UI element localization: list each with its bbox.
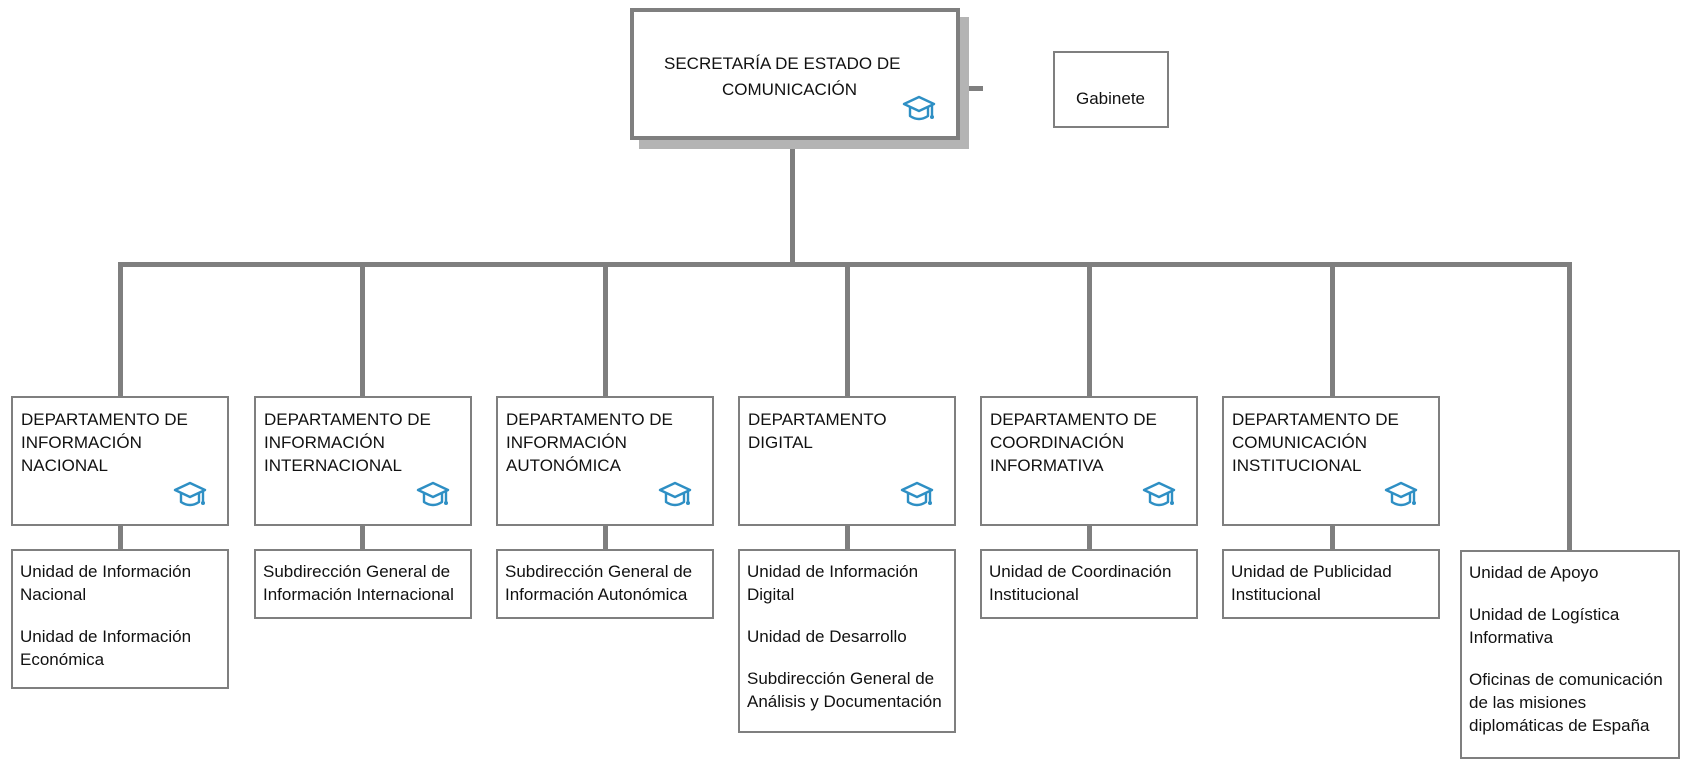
department-box-autonomica: DEPARTAMENTO DE INFORMACIÓN AUTONÓMICA [496, 396, 714, 526]
department-title: DEPARTAMENTO DE INFORMACIÓN INTERNACIONA… [264, 410, 431, 475]
unit-item: Subdirección General de Información Auto… [505, 562, 693, 604]
gabinete-label: Gabinete [1076, 89, 1145, 108]
connector-trunk [790, 140, 795, 267]
connector-drop [1087, 264, 1092, 396]
secretaria-box: SECRETARÍA DE ESTADO DE COMUNICACIÓN [630, 8, 960, 140]
connector-drop [1330, 264, 1335, 396]
units-box-autonomica: Subdirección General de Información Auto… [496, 549, 714, 619]
graduation-cap-icon [416, 480, 450, 510]
connector-dept-to-units [845, 526, 850, 551]
graduation-cap-icon [658, 480, 692, 510]
gabinete-box: Gabinete [1053, 51, 1169, 128]
units-box-internacional: Subdirección General de Información Inte… [254, 549, 472, 619]
connector-dept-to-units [360, 526, 365, 551]
connector-dept-to-units [118, 526, 123, 551]
unit-item: Subdirección General de Información Inte… [263, 562, 454, 604]
units-box-coordinacion: Unidad de Coordinación Institucional [980, 549, 1198, 619]
department-title: DEPARTAMENTO DE INFORMACIÓN AUTONÓMICA [506, 410, 673, 475]
department-box-coordinacion: DEPARTAMENTO DE COORDINACIÓN INFORMATIVA [980, 396, 1198, 526]
department-title: DEPARTAMENTO DE INFORMACIÓN NACIONAL [21, 410, 188, 475]
graduation-cap-icon [1384, 480, 1418, 510]
unit-item: Unidad de Logística Informativa [1469, 605, 1620, 647]
unit-item: Unidad de Publicidad Institucional [1231, 562, 1392, 604]
department-box-digital: DEPARTAMENTO DIGITAL [738, 396, 956, 526]
secretaria-title-line-2: COMUNICACIÓN [722, 80, 858, 99]
connector-drop [118, 264, 123, 396]
secretaria-title-line-1: SECRETARÍA DE ESTADO DE [664, 54, 901, 73]
unit-item: Subdirección General de Análisis y Docum… [747, 669, 942, 711]
graduation-cap-icon [902, 94, 936, 124]
units-box-institucional: Unidad de Publicidad Institucional [1222, 549, 1440, 619]
department-title: DEPARTAMENTO DIGITAL [748, 410, 887, 452]
department-box-nacional: DEPARTAMENTO DE INFORMACIÓN NACIONAL [11, 396, 229, 526]
department-box-institucional: DEPARTAMENTO DE COMUNICACIÓN INSTITUCION… [1222, 396, 1440, 526]
connector-drop [603, 264, 608, 396]
unit-item: Unidad de Información Digital [747, 562, 919, 604]
graduation-cap-icon [173, 480, 207, 510]
connector-drop [845, 264, 850, 396]
unit-item: Oficinas de comunicación de las misiones… [1469, 670, 1663, 735]
department-title: DEPARTAMENTO DE COORDINACIÓN INFORMATIVA [990, 410, 1157, 475]
unit-item: Unidad de Desarrollo [747, 627, 907, 646]
unit-item: Unidad de Coordinación Institucional [989, 562, 1172, 604]
connector-dept-to-units [1330, 526, 1335, 551]
graduation-cap-icon [900, 480, 934, 510]
connector-drop [360, 264, 365, 396]
connector-dept-to-units [1087, 526, 1092, 551]
unit-item: Unidad de Información Económica [20, 627, 192, 669]
connector-dept-to-units [603, 526, 608, 551]
graduation-cap-icon [1142, 480, 1176, 510]
department-title: DEPARTAMENTO DE COMUNICACIÓN INSTITUCION… [1232, 410, 1399, 475]
unit-item: Unidad de Información Nacional [20, 562, 192, 604]
connector-drop-apoyo [1567, 264, 1572, 552]
unit-item: Unidad de Apoyo [1469, 563, 1599, 582]
department-box-internacional: DEPARTAMENTO DE INFORMACIÓN INTERNACIONA… [254, 396, 472, 526]
